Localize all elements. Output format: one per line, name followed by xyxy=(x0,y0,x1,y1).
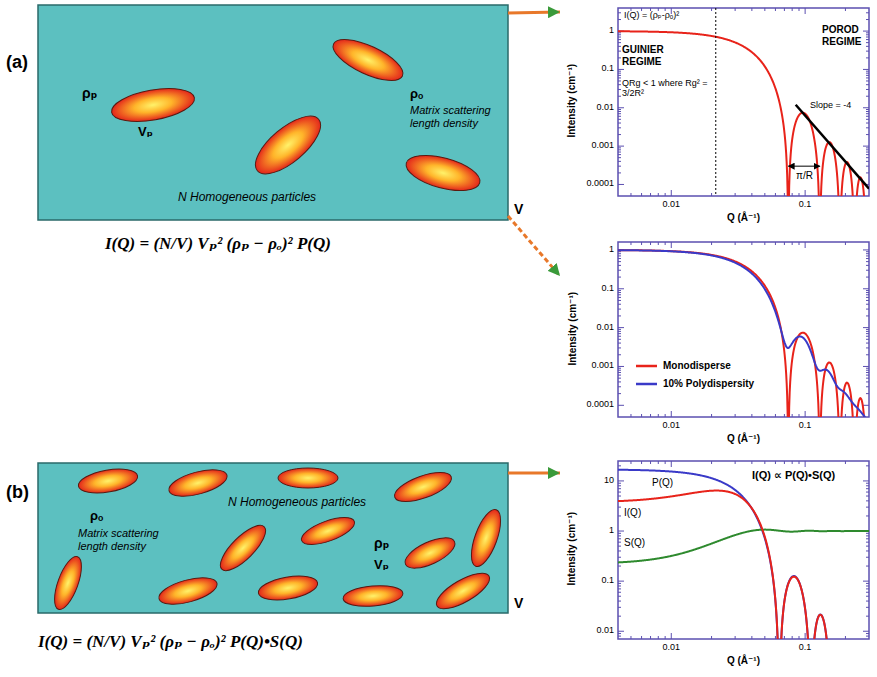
polydisperse-curve xyxy=(618,250,869,417)
text-label: Vₚ xyxy=(138,125,153,140)
tick-label: 0.01 xyxy=(578,322,614,332)
text-label: N Homogeneous particles xyxy=(228,496,366,510)
intensity-curve xyxy=(618,31,869,196)
text-label: I(Q) = (ρₚ-ρₒ)² xyxy=(624,10,679,20)
axis-label: Q (Å⁻¹) xyxy=(618,655,869,667)
text-label: Matrix scattering length density xyxy=(410,104,505,129)
axis-label: Intensity (cm⁻¹) xyxy=(566,460,578,638)
tick-label: 1 xyxy=(578,525,614,535)
tick-label: 0.001 xyxy=(578,360,614,370)
structure-factor-curve xyxy=(618,530,869,563)
tick-label: 0.0001 xyxy=(578,399,614,409)
tick-label: 0.01 xyxy=(578,102,614,112)
text-label: ρₒ xyxy=(410,87,423,102)
legend-line xyxy=(635,379,659,389)
equation: I(Q) = (N/V) Vₚ² (ρₚ − ρₒ)² P(Q)•S(Q) xyxy=(38,632,303,652)
tick-label: 0.01 xyxy=(651,642,691,652)
tick-marks xyxy=(618,461,869,639)
text-label: S(Q) xyxy=(624,537,645,549)
panel-letter: (b) xyxy=(6,482,29,503)
legend-text: Monodisperse xyxy=(663,360,731,371)
text-label: POROD REGIME xyxy=(822,24,872,47)
text-label: Slope = -4 xyxy=(810,100,851,110)
tick-label: 0.1 xyxy=(785,642,825,652)
axis-label: Q (Å⁻¹) xyxy=(618,212,869,224)
curve-group xyxy=(618,470,869,639)
tick-label: 10 xyxy=(578,475,614,485)
plot-panel: I(Q) = (ρₚ-ρₒ)² GUINIER REGIME QRg < 1 whe… xyxy=(560,2,875,230)
legend-line xyxy=(636,382,657,385)
panel-letter: (a) xyxy=(6,52,28,73)
intensity-curve xyxy=(618,491,869,639)
text-label: ρₚ xyxy=(374,535,389,551)
legend-text: 10% Polydispersity xyxy=(663,378,754,389)
tick-label: 0.1 xyxy=(785,199,825,209)
text-label: ρₚ xyxy=(82,85,97,101)
connector-arrow xyxy=(508,216,560,276)
sample-box: ρₚVₚ ρₒMatrix scattering length density N … xyxy=(38,5,508,220)
legend-line xyxy=(635,361,659,371)
sample-box: ρₒMatrix scattering length density N Homo… xyxy=(38,463,508,613)
plot-axes xyxy=(618,242,869,437)
plot-frame xyxy=(618,461,869,639)
sample-volume-a xyxy=(38,5,508,220)
plot-axes xyxy=(618,461,869,665)
sample-volume-b xyxy=(38,463,508,616)
tick-label: 0.0001 xyxy=(578,178,614,188)
connector-arrow xyxy=(508,472,560,475)
tick-label: 0.01 xyxy=(651,420,691,430)
text-label: GUINIER REGIME xyxy=(622,44,702,67)
text-label: I(Q) ∝ P(Q)•S(Q) xyxy=(752,469,835,482)
tick-label: 0.1 xyxy=(578,575,614,585)
tick-label: 0.01 xyxy=(651,199,691,209)
axis-label: Q (Å⁻¹) xyxy=(618,433,869,445)
text-label: N Homogeneous particles xyxy=(178,191,316,205)
text-label: Matrix scattering length density xyxy=(78,527,173,552)
period-arrow xyxy=(788,166,820,167)
legend-entry: Monodisperse xyxy=(635,360,731,371)
curve-group xyxy=(618,31,869,196)
legend-entry: 10% Polydispersity xyxy=(635,378,754,389)
tick-label: 0.1 xyxy=(578,63,614,73)
text-label: P(Q) xyxy=(652,477,673,489)
axis-label: Intensity (cm⁻¹) xyxy=(566,241,578,416)
legend-line xyxy=(636,364,657,367)
tick-label: 0.001 xyxy=(578,140,614,150)
equation: I(Q) = (N/V) Vₚ² (ρₚ − ρₒ)² P(Q) xyxy=(105,234,331,254)
text-label: QRg < 1 where Rg² = 3/2R² xyxy=(622,78,710,99)
tick-label: 0.1 xyxy=(578,283,614,293)
monodisperse-curve xyxy=(618,250,869,417)
text-label: ρₒ xyxy=(90,509,103,524)
plot-panel: P(Q) I(Q) S(Q) I(Q) ∝ P(Q)•S(Q) Intensity (c… xyxy=(560,455,875,673)
plot-panel: Intensity (cm⁻¹) Q (Å⁻¹) 1 0.1 0.01 0.001 0.00… xyxy=(560,236,875,451)
tick-label: 0.01 xyxy=(578,625,614,635)
guinier-limit-line xyxy=(715,8,716,196)
tick-label: 1 xyxy=(578,244,614,254)
connector-arrow xyxy=(508,12,560,13)
text-label: π/R xyxy=(796,170,813,182)
text-label: V xyxy=(514,201,523,217)
text-label: I(Q) xyxy=(624,507,641,519)
tick-label: 1 xyxy=(578,25,614,35)
form-factor-curve xyxy=(618,470,869,639)
slope-line xyxy=(796,105,869,189)
axis-label: Intensity (cm⁻¹) xyxy=(566,7,578,195)
curve-group xyxy=(618,250,869,417)
tick-label: 0.1 xyxy=(785,420,825,430)
text-label: Vₚ xyxy=(374,558,389,573)
text-label: V xyxy=(514,595,523,611)
